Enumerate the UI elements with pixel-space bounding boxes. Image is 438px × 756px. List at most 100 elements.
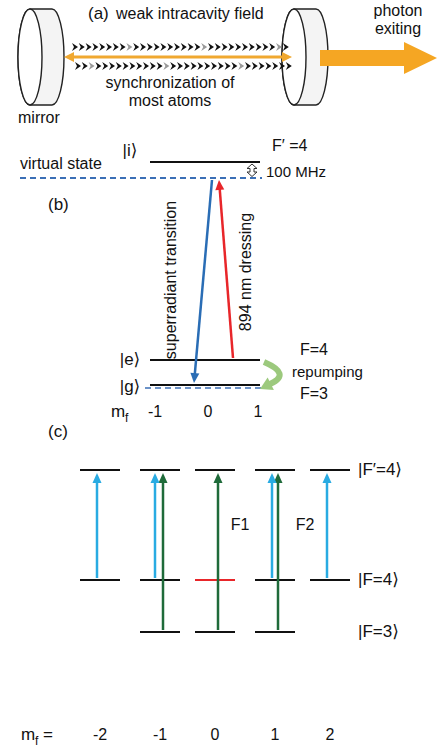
right-mirror-face <box>282 9 306 105</box>
text-label: photon exiting <box>368 2 428 37</box>
atom-symbol <box>102 62 108 70</box>
text-label: (c) <box>48 423 68 442</box>
atom-symbol <box>181 43 187 51</box>
atom-symbol <box>218 62 224 70</box>
atom-symbol <box>208 43 214 51</box>
level-line <box>255 579 295 581</box>
level-line <box>195 469 235 471</box>
atom-symbol <box>106 43 112 51</box>
text-label: |g⟩ <box>120 378 141 397</box>
text-label: 2 <box>326 726 335 744</box>
atom-symbol <box>109 62 115 70</box>
superradiant-arrow-head <box>190 373 199 383</box>
level-line <box>310 469 350 471</box>
text-label: F2 <box>296 516 315 534</box>
atom-symbol <box>116 62 122 70</box>
atom-symbol <box>201 43 207 51</box>
atom-symbol <box>147 43 153 51</box>
photon-output-arrow <box>320 42 437 74</box>
excited-level-line <box>150 161 260 163</box>
atom-symbol <box>113 43 119 51</box>
text-label: |F=3⟩ <box>358 623 399 642</box>
atom-symbol <box>143 62 149 70</box>
text-label: (b) <box>48 196 69 215</box>
atom-symbol <box>222 43 228 51</box>
text-label: 1 <box>271 726 280 744</box>
atom-symbol <box>136 62 142 70</box>
level-line <box>140 579 180 581</box>
atom-symbol <box>235 43 241 51</box>
text-label: m <box>111 403 125 422</box>
text-label: = <box>43 726 53 745</box>
atom-symbol <box>249 43 255 51</box>
atom-symbol <box>184 62 190 70</box>
atom-symbol <box>252 62 258 70</box>
f2-arrow <box>154 482 157 578</box>
lower-ground-level-line <box>150 384 260 386</box>
atom-symbol <box>272 62 278 70</box>
intracavity-field-arrow-head <box>64 52 74 62</box>
level-line <box>140 469 180 471</box>
atom-symbol <box>238 62 244 70</box>
level-line <box>310 579 350 581</box>
atom-symbol <box>286 62 292 70</box>
level-line <box>255 631 295 633</box>
atom-symbol <box>140 43 146 51</box>
level-line <box>195 631 235 633</box>
dressing-arrow <box>220 189 233 358</box>
text-label: m <box>21 726 35 745</box>
atom-symbol <box>92 43 98 51</box>
atom-symbol <box>75 62 81 70</box>
atom-symbol <box>129 62 135 70</box>
text-label: -1 <box>148 403 162 421</box>
f1-arrow-head <box>214 473 223 483</box>
f2-arrow <box>326 482 329 578</box>
text-label: f <box>125 412 128 425</box>
text-label: |F′=4⟩ <box>358 461 402 480</box>
atom-symbol <box>174 43 180 51</box>
text-label: -1 <box>153 726 167 744</box>
atom-symbol <box>265 62 271 70</box>
atom-symbol <box>269 43 275 51</box>
atom-symbol <box>194 43 200 51</box>
text-label: |F=4⟩ <box>358 571 399 590</box>
superradiant-arrow <box>195 180 212 374</box>
f2-arrow-head <box>268 473 277 483</box>
atom-symbol <box>120 43 126 51</box>
f1-arrow-head <box>159 473 168 483</box>
repumping-arrow-head <box>260 377 274 390</box>
text-label: superradiant transition <box>162 201 180 359</box>
left-mirror-face <box>18 9 42 105</box>
f2-arrow-head <box>93 473 102 483</box>
atom-symbol <box>123 62 129 70</box>
atom-symbol <box>188 43 194 51</box>
text-label: repumping <box>292 364 363 381</box>
atom-symbol <box>283 43 289 51</box>
text-label: weak intracavity field <box>116 5 264 23</box>
text-label: F1 <box>231 516 250 534</box>
f2-arrow-head <box>323 473 332 483</box>
atom-symbol <box>279 62 285 70</box>
text-label: F=4 <box>300 341 328 359</box>
text-label: 894 nm dressing <box>237 213 255 331</box>
atom-symbol <box>157 62 163 70</box>
f1-arrow <box>217 482 220 630</box>
text-label: synchronization of most atoms <box>95 74 245 109</box>
atom-symbol <box>170 62 176 70</box>
f2-arrow-head <box>151 473 160 483</box>
atom-symbol <box>86 43 92 51</box>
text-label: F′ =4 <box>272 137 307 155</box>
upper-ground-level-line <box>150 359 260 361</box>
atom-symbol <box>245 62 251 70</box>
atom-symbol <box>150 62 156 70</box>
atom-symbol <box>167 43 173 51</box>
f1-arrow <box>277 482 280 630</box>
atom-symbol <box>126 43 132 51</box>
atom-symbol <box>191 62 197 70</box>
intracavity-field-arrow <box>73 56 283 59</box>
text-label: |i⟩ <box>123 142 138 161</box>
atom-symbol <box>197 62 203 70</box>
atom-symbol <box>82 62 88 70</box>
virtual-state-line <box>20 177 262 179</box>
